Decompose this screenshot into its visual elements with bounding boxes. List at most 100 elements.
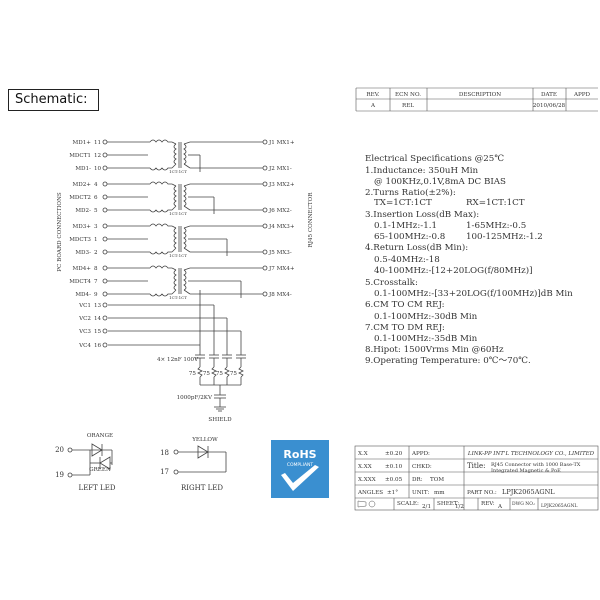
- led-pin-number: 17: [160, 468, 169, 476]
- unit-label: UNIT:: [412, 490, 429, 496]
- spec-line: 4.Return Loss(dB Min):: [365, 242, 468, 253]
- right-pin-label: J6 MX2-: [268, 208, 292, 214]
- rj45-terminal: [262, 265, 268, 271]
- rj45-terminal: [262, 181, 268, 187]
- ratio-label: 1CT:1CT: [169, 295, 187, 300]
- transformer-channel: 1CT:1CT: [107, 181, 263, 216]
- title-line-1: RJ45 Connector with 1000 Base-TX: [491, 462, 581, 468]
- scale-label: SCALE:: [397, 501, 419, 507]
- spec-line: 1.Inductance: 350uH Min: [365, 166, 478, 176]
- left-pin-number: 4: [94, 182, 98, 188]
- spec-line: 0.1-100MHz:-35dB Min: [374, 334, 478, 344]
- resistor-label: 75: [230, 371, 238, 377]
- ratio-label: 1CT:1CT: [169, 169, 187, 174]
- hv-cap-label: 1000pF/2KV: [177, 395, 213, 401]
- led-pin-number: 20: [55, 446, 64, 454]
- transformer-channel: 1CT:1CT: [107, 223, 263, 258]
- spec-line: RX=1CT:1CT: [466, 198, 525, 208]
- dr-label: DR:: [412, 477, 423, 483]
- left-pin-label: MDCT4: [69, 279, 91, 285]
- left-pin-label: MD1+: [73, 140, 92, 146]
- rj45-connector-label: RJ45 CONNECTOR: [308, 192, 314, 248]
- spec-line: 0.1-100MHz:-30dB Min: [374, 312, 478, 322]
- spec-line: 1-65MHz:-0.5: [466, 221, 526, 231]
- tol-value: ±0.10: [385, 464, 403, 470]
- left-pin-number: 5: [94, 208, 98, 214]
- tol-value: ±0.20: [385, 451, 403, 457]
- pin-terminal: [102, 194, 108, 200]
- spec-line: 6.CM TO CM REJ:: [365, 300, 445, 310]
- left-pin-label: VC2: [78, 316, 91, 322]
- left-pin-label: MD4-: [75, 292, 91, 298]
- right-led: 18 17 YELLOW RIGHT LED: [160, 437, 227, 492]
- sheet-label: SHEET:: [437, 501, 459, 507]
- pin-terminal: [102, 152, 108, 158]
- ratio-label: 1CT:1CT: [169, 253, 187, 258]
- part-label: PART NO.:: [467, 490, 497, 496]
- tol-value: ±0.05: [385, 477, 403, 483]
- scale-value: 2/1: [422, 504, 431, 510]
- description-header: DESCRIPTION: [459, 92, 501, 98]
- left-pin-label: MD3-: [75, 250, 91, 256]
- right-pin-label: J5 MX3-: [268, 250, 292, 256]
- tol-label: ANGLES: [357, 490, 383, 496]
- rj45-terminal: [262, 139, 268, 145]
- right-pin-label: J4 MX3+: [268, 224, 295, 230]
- right-pin-label: J7 MX4+: [268, 266, 295, 272]
- rj45-terminal: [262, 223, 268, 229]
- led-color: ORANGE: [87, 433, 113, 439]
- spec-line: 100-125MHz:-1.2: [466, 232, 543, 242]
- rj45-terminal: [262, 249, 268, 255]
- pin-terminal: [102, 291, 108, 297]
- left-led-caption: LEFT LED: [79, 484, 116, 492]
- rj45-terminal: [262, 207, 268, 213]
- pin-terminal: [102, 342, 108, 348]
- left-led: 20 19 ORANGE GREEN LEFT LED: [55, 433, 116, 492]
- left-pin-label: VC4: [78, 343, 91, 349]
- left-pin-label: VC1: [78, 303, 91, 309]
- led-pin-number: 19: [55, 471, 64, 479]
- check-icon: [281, 465, 319, 491]
- shield-label: SHIELD: [208, 417, 232, 423]
- transformers: 1CT:1CT 1CT:1CT 1CT:1CT 1CT:1CT: [107, 139, 263, 300]
- resistor-label: 75: [216, 371, 224, 377]
- spec-line: 9.Operating Temperature: 0℃～70℃.: [365, 356, 531, 366]
- left-pin-number: 8: [94, 266, 98, 272]
- left-pin-number: 16: [94, 343, 102, 349]
- left-pin-number: 10: [94, 166, 102, 172]
- dwg-value: LPJK2065AGNL: [541, 503, 577, 509]
- title-line-2: Integrated Magnetic & PoE: [491, 468, 561, 474]
- magnetics-schematic: PC BOARD CONNECTIONS RJ45 CONNECTOR MD1+…: [57, 139, 314, 423]
- pin-terminal: [102, 181, 108, 187]
- led-color: YELLOW: [191, 437, 218, 443]
- pin-terminal: [102, 302, 108, 308]
- pin-terminal: [102, 328, 108, 334]
- spec-line: 5.Crosstalk:: [365, 278, 418, 288]
- led-pin-number: 18: [160, 449, 169, 457]
- left-pin-number: 13: [94, 303, 102, 309]
- right-pin-label: J3 MX2+: [268, 182, 295, 188]
- right-pins: J1 MX1+J2 MX1-J3 MX2+J6 MX2-J4 MX3+J5 MX…: [262, 139, 295, 298]
- spec-line: TX=1CT:1CT: [374, 198, 432, 208]
- left-pin-number: 11: [94, 140, 101, 146]
- left-pin-label: MD1-: [75, 166, 91, 172]
- electrical-specifications: Electrical Specifications @25℃1.Inductan…: [365, 154, 573, 366]
- right-pin-label: J1 MX1+: [268, 140, 295, 146]
- pin-terminal: [102, 236, 108, 242]
- company-name: LINK-PP INT'L TECHNOLOGY CO., LIMITED: [467, 451, 595, 457]
- left-pin-number: 7: [94, 279, 98, 285]
- date-header: DATE: [541, 92, 557, 98]
- pin-terminal: [102, 265, 108, 271]
- left-pin-number: 12: [94, 153, 102, 159]
- pin-terminal: [102, 165, 108, 171]
- spec-line: 0.5-40MHz:-18: [374, 255, 440, 265]
- pin-terminal: [102, 139, 108, 145]
- pc-board-label: PC BOARD CONNECTIONS: [57, 192, 63, 272]
- rohs-logo: RoHS COMPLIANT: [271, 440, 329, 498]
- left-pin-number: 15: [94, 329, 102, 335]
- title-label: Title:: [467, 462, 485, 470]
- date-cell: 2010/06/28: [533, 103, 566, 109]
- dwg-label: DWG NO.:: [512, 501, 536, 507]
- rohs-sub: COMPLIANT: [287, 462, 314, 468]
